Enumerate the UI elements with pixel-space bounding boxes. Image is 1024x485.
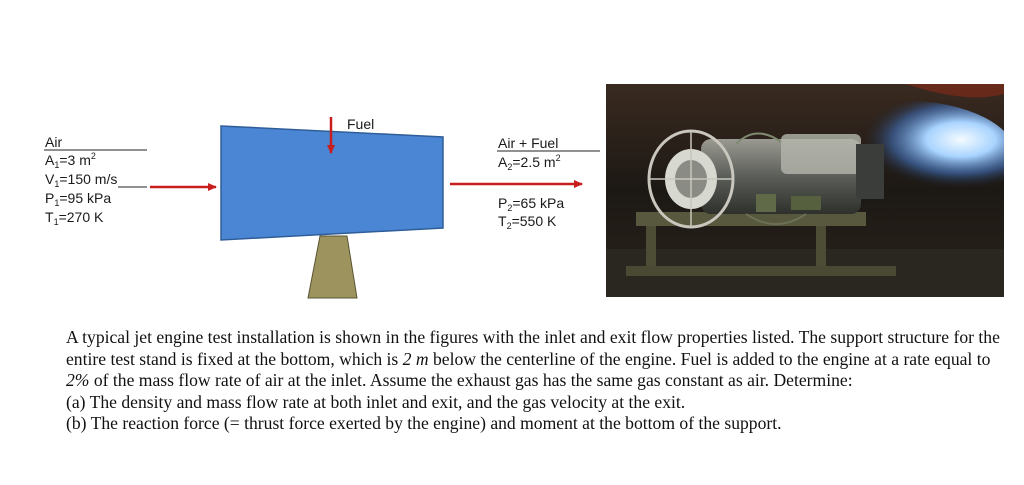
inlet-pressure: P1=95 kPa [45,190,112,208]
inlet-velocity: V1=150 m/s [45,171,118,189]
problem-part-a: (a) The density and mass flow rate at bo… [66,391,686,412]
outlet-pressure: P2=65 kPa [498,195,565,213]
engine-body [220,125,444,241]
support-stand [307,235,358,299]
outlet-temperature: T2=550 K [498,213,557,231]
fuel-label: Fuel [347,116,375,132]
problem-part-b: (b) The reaction force (= thrust force e… [66,413,782,433]
outlet-area: A2=2.5 m2 [498,153,561,172]
problem-statement: A typical jet engine test installation i… [66,327,1011,435]
jet-engine-test-photo [606,84,1004,297]
problem-paragraph: A typical jet engine test installation i… [66,327,1000,390]
inlet-area: A1=3 m2 [45,151,96,170]
inlet-title: Air [45,134,63,150]
jet-engine-illustration [606,84,1004,297]
inlet-temperature: T1=270 K [45,209,104,227]
outlet-title: Air + Fuel [498,135,559,151]
